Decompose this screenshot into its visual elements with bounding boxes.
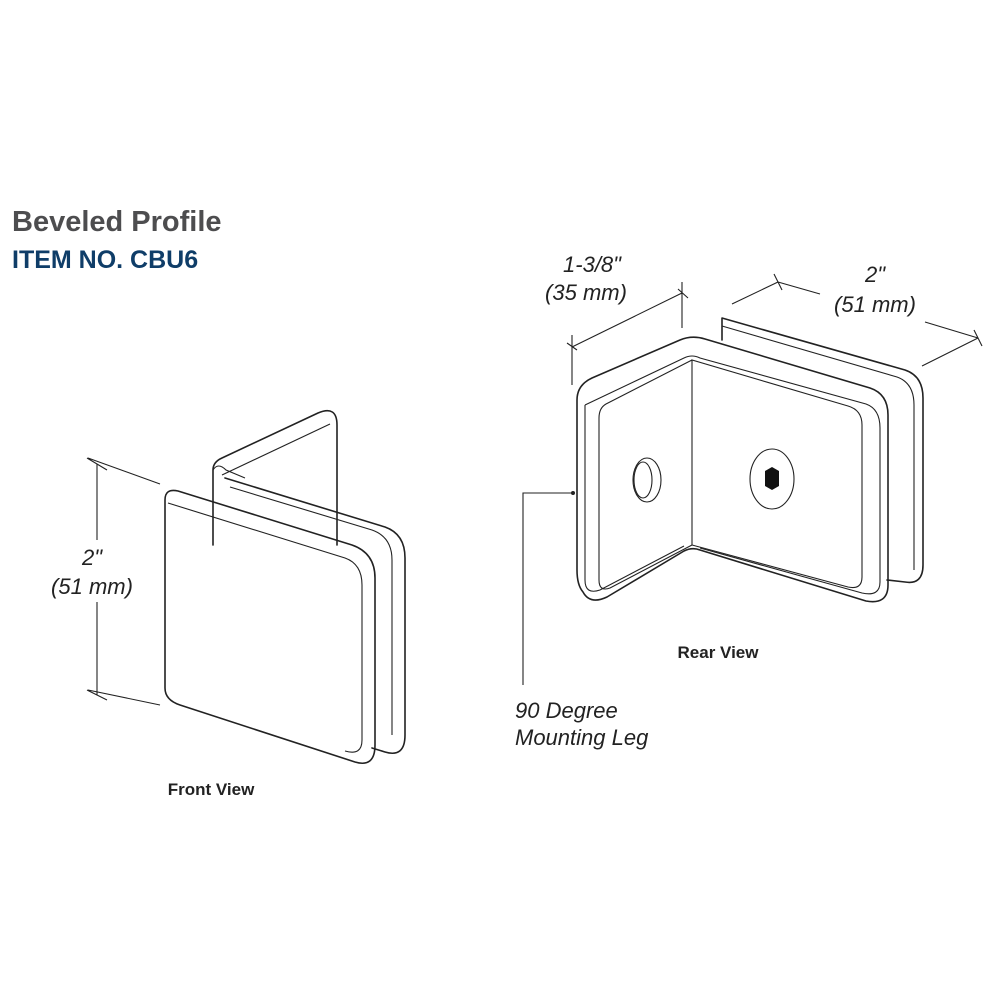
- front-rear-plate: [224, 477, 406, 754]
- rear-back-plate-edge: [721, 325, 915, 570]
- rear-view-drawing: 1-3/8" (35 mm) 2" (51 mm) 90 Degree Moun…: [515, 252, 983, 750]
- front-back-leg-fold: [212, 465, 246, 479]
- callout-dot: [571, 491, 575, 495]
- callout-line-1: 90 Degree: [515, 698, 618, 723]
- front-plate-bevel: [167, 502, 363, 753]
- set-screw: [749, 448, 795, 510]
- front-view-label: Front View: [168, 780, 255, 799]
- front-plate: [164, 489, 376, 764]
- rear-view-label: Rear View: [678, 643, 760, 662]
- front-back-leg: [212, 409, 338, 546]
- rear-back-plate: [721, 317, 924, 584]
- front-view-drawing: 2" (51 mm) Front View: [51, 409, 406, 799]
- rear-width-inches: 2": [864, 262, 886, 287]
- rear-bracket-outer: [576, 336, 889, 603]
- counterbore-hole-inner: [633, 461, 653, 499]
- front-back-leg-bevel: [221, 423, 331, 476]
- front-height-inches: 2": [81, 545, 103, 570]
- rear-left-face: [598, 359, 693, 590]
- rear-right-face: [691, 359, 863, 589]
- width-dimension-line: [731, 273, 983, 367]
- product-title: Beveled Profile: [12, 206, 222, 238]
- counterbore-hole: [632, 457, 662, 503]
- depth-dimension-line: [566, 282, 689, 385]
- rear-bracket-bevel: [584, 355, 881, 595]
- callout-leader-line: [522, 492, 573, 685]
- item-number: ITEM NO. CBU6: [12, 246, 199, 274]
- front-height-mm: (51 mm): [51, 574, 133, 599]
- hex-socket-icon: [765, 467, 779, 490]
- rear-width-mm: (51 mm): [834, 292, 916, 317]
- rear-depth-mm: (35 mm): [545, 280, 627, 305]
- callout-line-2: Mounting Leg: [515, 725, 649, 750]
- front-rear-plate-edge: [229, 486, 393, 735]
- rear-depth-inches: 1-3/8": [563, 252, 622, 277]
- rear-bracket-bevel-left: [584, 405, 685, 592]
